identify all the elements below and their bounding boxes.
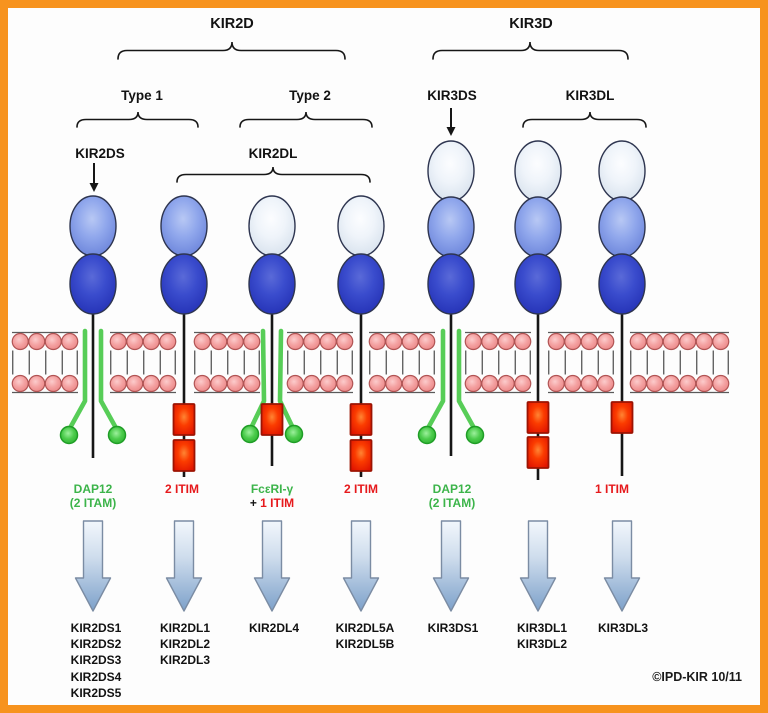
gene-name: KIR2DL1 [159,621,211,635]
gene-list-kir2dl1-3: KIR2DL1 KIR2DL2 KIR2DL3 [160,620,210,669]
signal-line: DAP12 [432,482,472,496]
plus-sign: + [249,496,257,510]
itim-count: 1 ITIM [260,496,295,510]
fceri-g-adaptor-kir2dl4 [240,328,304,444]
signal-line: FcεRI-γ [250,482,294,496]
gene-name: KIR3DS1 [427,621,479,635]
type1-group-label: Type 1 [121,88,163,103]
kir2dl-group-label: KIR2DL [248,146,298,161]
signal-line: (2 ITAM) [428,496,476,510]
signal-line: 1 ITIM [594,482,630,496]
brace-kir2d [117,41,346,60]
brace-kir2dl [176,166,371,183]
brace-kir3d [432,41,629,60]
copyright-text: ©IPD-KIR 10/11 [652,670,742,684]
signal-label-kir3ds1: DAP12 (2 ITAM) [429,482,475,510]
type2-group-label: Type 2 [289,88,331,103]
kir2ds-group-label: KIR2DS [75,146,125,161]
brace-type2 [239,111,373,128]
gene-list-kir2ds: KIR2DS1 KIR2DS2 KIR2DS3 KIR2DS4 KIR2DS5 [71,620,122,701]
signal-label-kir2ds: DAP12 (2 ITAM) [70,482,116,510]
gene-list-kir2dl4: KIR2DL4 [249,620,299,636]
kir2d-family-label: KIR2D [210,16,254,32]
signal-label-kir2dl5: 2 ITIM [344,482,378,496]
gene-list-kir3dl1-2: KIR3DL1 KIR3DL2 [517,620,567,652]
signal-label-kir2dl1-3: 2 ITIM [165,482,199,496]
signal-line: 2 ITIM [343,482,379,496]
gene-list-kir3ds1: KIR3DS1 [428,620,479,636]
gene-list-kir2dl5: KIR2DL5A KIR2DL5B [336,620,395,652]
signal-line: DAP12 [73,482,113,496]
kir3ds-pointer-arrow-icon [446,108,456,136]
signal-line: 2 ITIM [164,482,200,496]
gene-name: KIR3DL1 [516,621,568,635]
gene-name: KIR2DL5A [335,621,395,635]
gene-name: KIR2DS3 [70,653,122,668]
kir3dl-group-label: KIR3DL [565,88,615,103]
gene-name: KIR2DL2 [159,637,211,652]
gene-name: KIR3DL2 [516,637,568,652]
gene-name: KIR3DL3 [597,621,649,635]
gene-name: KIR2DS5 [70,685,122,700]
receptor-domains [69,140,646,315]
signal-line: (2 ITAM) [69,496,117,510]
dap12-adaptor-kir3ds [417,328,485,445]
gene-name: KIR2DL3 [159,653,211,668]
kir2ds-pointer-arrow-icon [89,163,99,192]
kir3ds-group-label: KIR3DS [427,88,477,103]
mapping-arrows [74,520,641,612]
signal-label-kir2dl4: FcεRI-γ + 1 ITIM [250,482,294,510]
gene-name: KIR2DS4 [70,669,122,684]
itim-boxes [172,401,634,472]
gene-name: KIR2DL4 [248,621,300,635]
dap12-adaptor-kir2ds [59,328,127,445]
gene-list-kir3dl3: KIR3DL3 [598,620,648,636]
kir3d-family-label: KIR3D [509,16,553,32]
signal-line: + 1 ITIM [250,496,294,510]
brace-kir3dl [522,111,647,128]
gene-name: KIR2DS1 [70,621,122,635]
gene-name: KIR2DL5B [335,637,395,652]
gene-name: KIR2DS2 [70,637,122,652]
signal-label-kir3dl3: 1 ITIM [595,482,629,496]
brace-type1 [76,111,199,128]
receptor-stems [91,312,624,480]
